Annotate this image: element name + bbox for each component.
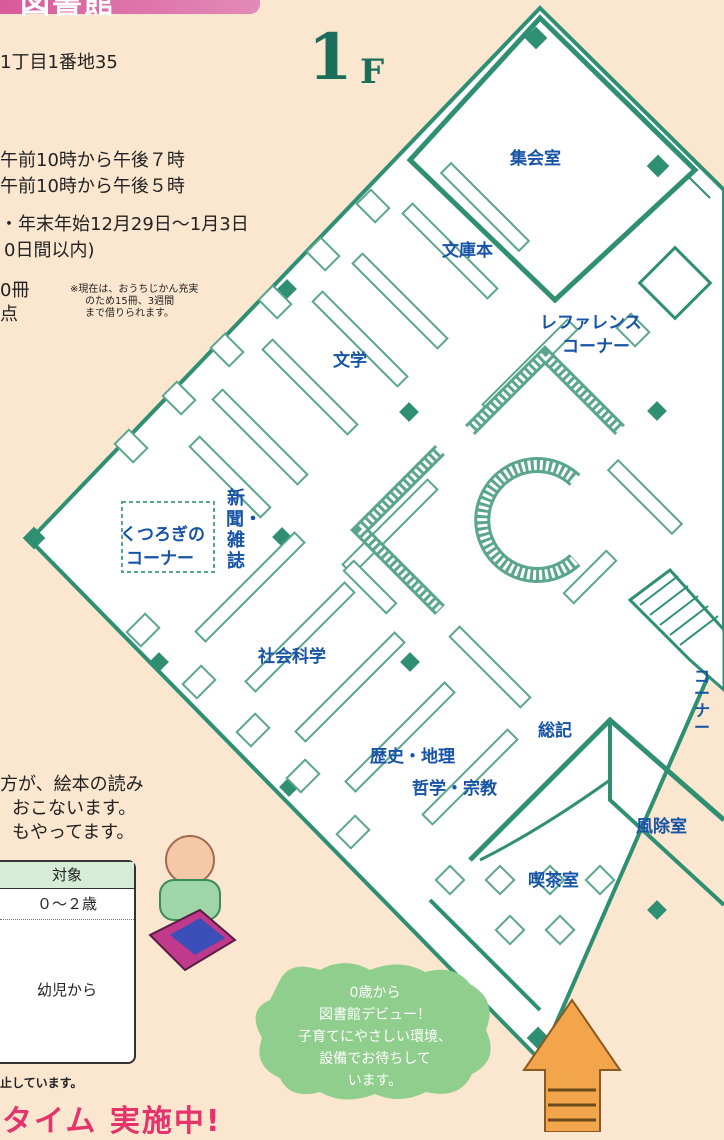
loan-note-1: ※現在は、おうちじかん充実 [70, 284, 199, 295]
desks [113, 188, 651, 850]
label-meeting-room: 集会室 [510, 149, 561, 169]
label-cafe: 喫茶室 [528, 871, 579, 891]
baby-illustration [148, 835, 237, 972]
sofa-area [121, 501, 215, 573]
label-reference-2: コーナー [562, 337, 630, 357]
bubble-line-4: 設備でお待ちして [319, 1051, 431, 1067]
loan-limit-items: 点 [0, 304, 18, 325]
label-kutsurogi-1: くつろぎの [120, 525, 205, 545]
table-header: 対象 [0, 862, 134, 889]
title-banner: 図書館 [0, 0, 260, 21]
label-bunko: 文庫本 [442, 241, 493, 261]
floor-number: 1 [308, 20, 353, 95]
hours-weekday: 午前10時から午後７時 [0, 150, 185, 171]
floor-unit: F [360, 52, 385, 92]
pillar [399, 402, 419, 422]
story-line-3: もやってます。 [12, 822, 135, 843]
speech-bubble: 0歳から 図書館デビュー！ 子育てにやさしい環境、 設備でお待ちして います。 [250, 960, 500, 1105]
bubble-line-2: 図書館デビュー！ [319, 1007, 431, 1023]
schedule-table: 対象 ０～２歳 幼児から [0, 860, 136, 1064]
label-history-geography: 歴史・地理 [370, 747, 455, 767]
pillar [400, 652, 420, 672]
label-windbreak-room: 風除室 [636, 817, 687, 837]
loan-note-2: のため15冊、3週間 [85, 296, 175, 307]
label-philosophy-religion: 哲学・宗教 [412, 779, 497, 799]
address-text: 1丁目1番地35 [0, 52, 118, 73]
label-newspaper: 新聞・雑誌 [226, 488, 262, 572]
story-line-2: おこないます。 [12, 798, 137, 819]
label-general: 総記 [538, 721, 572, 741]
hours-weekend: 午前10時から午後５時 [0, 176, 185, 197]
title-text: 図書館 [20, 0, 116, 21]
elevator [637, 245, 713, 321]
bubble-line-5: います。 [347, 1073, 403, 1089]
story-time-banner: タイム 実施中! [2, 1104, 222, 1139]
footnote: 止しています。 [0, 1076, 83, 1090]
table-row: ０～２歳 [0, 889, 134, 920]
loan-limit-books: 0冊 [0, 280, 30, 301]
entrance-arrow-icon [522, 998, 622, 1132]
table-row: 幼児から [36, 981, 97, 999]
meeting-room [406, 14, 699, 304]
label-social-science: 社会科学 [258, 647, 326, 667]
loan-period: 0日間以内) [4, 240, 95, 261]
cafe-tables [434, 864, 616, 946]
label-kutsurogi-2: コーナー [126, 549, 194, 569]
pillar [647, 401, 667, 421]
label-literature: 文学 [333, 351, 367, 371]
bubble-line-1: 0歳から [349, 985, 401, 1001]
story-line-1: 方が、絵本の読み [0, 774, 144, 795]
loan-note-3: まで借りられます。 [85, 308, 174, 319]
pillar [647, 900, 667, 920]
closed-days: ・年末年始12月29日～1月3日 [0, 214, 249, 235]
label-side-corner: コーナー [693, 667, 710, 737]
bubble-line-3: 子育てにやさしい環境、 [298, 1029, 452, 1045]
label-reference-1: レファレンス [540, 313, 642, 333]
